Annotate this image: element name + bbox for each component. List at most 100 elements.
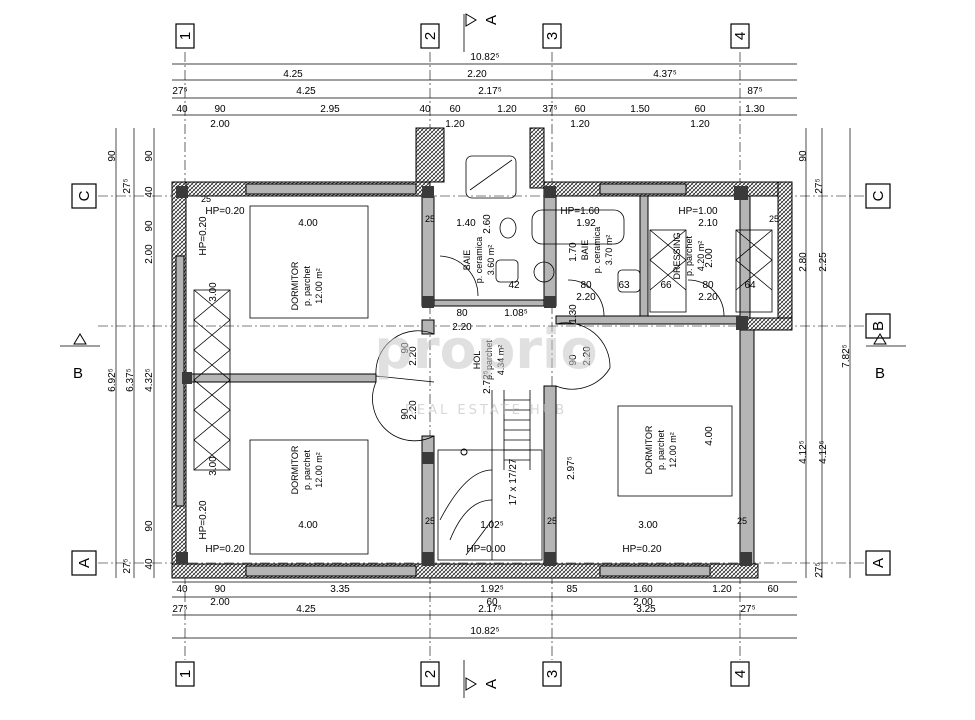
- svg-text:DORMITOR: DORMITOR: [290, 445, 300, 494]
- svg-text:27⁵: 27⁵: [814, 178, 825, 193]
- svg-text:25: 25: [547, 516, 557, 526]
- svg-text:1.20: 1.20: [445, 119, 465, 130]
- svg-text:90: 90: [144, 220, 155, 232]
- bottom-dimensions: 40 90 3.35 1.92⁵ 85 1.60 1.20 60 2.00 60…: [172, 581, 797, 639]
- svg-text:60: 60: [767, 584, 779, 595]
- top-dimensions: 10.82⁵ 4.25 2.20 4.37⁵ 27⁵ 4.25 2.17⁵ 87…: [172, 52, 797, 130]
- svg-text:2.20: 2.20: [576, 292, 596, 303]
- axis-2-bottom: 2: [422, 670, 439, 678]
- room-dormitor-3: DORMITOR p. parchet 12.00 m² 3.00 4.00: [638, 425, 715, 531]
- section-marker-A-top: A: [463, 13, 500, 52]
- svg-text:4.12⁵: 4.12⁵: [818, 440, 829, 464]
- axis-4-bottom: 4: [732, 670, 749, 678]
- misc-dimensions: 3.00 3.00 17 x 17/27 HP=0.00 1.02⁵ 2.97⁵…: [201, 194, 779, 555]
- svg-text:12.00 m²: 12.00 m²: [314, 268, 324, 304]
- svg-text:2.10: 2.10: [698, 218, 718, 229]
- svg-text:3.70 m²: 3.70 m²: [604, 235, 614, 266]
- svg-text:HP=0.20: HP=0.20: [198, 500, 209, 540]
- svg-text:3.00: 3.00: [208, 282, 219, 302]
- svg-text:60: 60: [694, 104, 706, 115]
- svg-text:6.92⁵: 6.92⁵: [107, 368, 118, 392]
- svg-text:BAIE: BAIE: [462, 250, 472, 271]
- svg-text:25: 25: [425, 516, 435, 526]
- dim-top-total: 10.82⁵: [470, 52, 499, 63]
- axis-labels-bottom: 1 2 3 4: [175, 661, 750, 687]
- axis-C-left: C: [76, 190, 93, 201]
- svg-text:60: 60: [574, 104, 586, 115]
- svg-text:40: 40: [419, 104, 431, 115]
- svg-text:4.00: 4.00: [704, 426, 715, 446]
- svg-text:27⁵: 27⁵: [172, 86, 187, 97]
- svg-text:2.97⁵: 2.97⁵: [566, 456, 577, 480]
- section-marker-B-left: B: [60, 333, 100, 382]
- svg-text:90: 90: [107, 150, 118, 162]
- svg-text:4.20 m²: 4.20 m²: [696, 241, 706, 272]
- svg-text:p. parchet: p. parchet: [656, 429, 666, 470]
- svg-text:63: 63: [618, 280, 630, 291]
- svg-text:2.20: 2.20: [698, 292, 718, 303]
- svg-text:4.00: 4.00: [298, 218, 318, 229]
- svg-text:A: A: [483, 15, 500, 25]
- axis-4-top: 4: [732, 32, 749, 40]
- svg-text:85: 85: [566, 584, 578, 595]
- watermark-tagline: REAL ESTATE HUB: [405, 403, 567, 418]
- svg-text:90: 90: [144, 520, 155, 532]
- svg-text:2.95: 2.95: [320, 104, 340, 115]
- svg-text:2.60: 2.60: [482, 214, 493, 234]
- wardrobe-dressing: [649, 229, 773, 313]
- svg-text:4.25: 4.25: [296, 86, 316, 97]
- svg-text:1.60: 1.60: [633, 584, 653, 595]
- svg-text:4.37⁵: 4.37⁵: [653, 69, 677, 80]
- svg-text:1.20: 1.20: [497, 104, 517, 115]
- svg-text:1.40: 1.40: [456, 218, 476, 229]
- section-marker-B-right: B: [866, 333, 906, 382]
- svg-text:HP=0.20: HP=0.20: [198, 216, 209, 256]
- svg-text:1.92: 1.92: [576, 218, 596, 229]
- svg-text:4.00: 4.00: [298, 520, 318, 531]
- svg-text:27⁵: 27⁵: [172, 604, 187, 615]
- svg-text:3.00: 3.00: [208, 456, 219, 476]
- svg-text:80: 80: [580, 280, 592, 291]
- svg-text:BAIE: BAIE: [580, 240, 590, 261]
- svg-text:1.50: 1.50: [630, 104, 650, 115]
- svg-text:90: 90: [214, 104, 226, 115]
- svg-text:80: 80: [702, 280, 714, 291]
- svg-text:DORMITOR: DORMITOR: [290, 261, 300, 310]
- axis-A-right: A: [870, 558, 887, 568]
- svg-text:12.00 m²: 12.00 m²: [314, 452, 324, 488]
- svg-text:60: 60: [486, 597, 498, 608]
- svg-text:25: 25: [769, 214, 779, 224]
- svg-text:p. parchet: p. parchet: [302, 449, 312, 490]
- svg-text:40: 40: [176, 104, 188, 115]
- walls: [171, 127, 793, 579]
- window-labels: HP=0.20 HP=0.20 HP=0.20 HP=0.20 HP=0.20 …: [198, 206, 718, 555]
- svg-text:12.00 m²: 12.00 m²: [668, 432, 678, 468]
- svg-text:p. ceramica: p. ceramica: [474, 237, 484, 284]
- right-dimensions: 90 27⁵ 7.82⁵ 27⁵ 2.80 2.25 4.12⁵ 4.12⁵: [798, 128, 852, 578]
- svg-text:90: 90: [214, 584, 226, 595]
- svg-text:2.17⁵: 2.17⁵: [478, 604, 502, 615]
- svg-text:90: 90: [400, 408, 411, 420]
- svg-text:90: 90: [144, 150, 155, 162]
- svg-text:p. parchet: p. parchet: [684, 235, 694, 276]
- axis-labels-left: C A: [71, 183, 97, 576]
- svg-text:HP=1.00: HP=1.00: [678, 206, 718, 217]
- svg-text:1.20: 1.20: [570, 119, 590, 130]
- svg-text:HP=0.20: HP=0.20: [205, 544, 245, 555]
- axis-1-top: 1: [177, 32, 194, 40]
- svg-text:4.34 m²: 4.34 m²: [496, 345, 506, 376]
- svg-text:p. parchet: p. parchet: [302, 265, 312, 306]
- beds: [249, 205, 733, 555]
- svg-text:2.20: 2.20: [467, 69, 487, 80]
- svg-text:66: 66: [660, 280, 672, 291]
- svg-text:25: 25: [425, 214, 435, 224]
- svg-text:2.17⁵: 2.17⁵: [478, 86, 502, 97]
- svg-text:3.60 m²: 3.60 m²: [486, 245, 496, 276]
- dim-bottom-total: 10.82⁵: [470, 626, 499, 637]
- svg-text:27⁵: 27⁵: [122, 558, 133, 573]
- svg-text:1.20: 1.20: [690, 119, 710, 130]
- svg-text:1.70: 1.70: [568, 242, 579, 262]
- axis-B-right: B: [870, 321, 887, 331]
- svg-text:27⁵: 27⁵: [122, 178, 133, 193]
- axis-A-left: A: [76, 558, 93, 568]
